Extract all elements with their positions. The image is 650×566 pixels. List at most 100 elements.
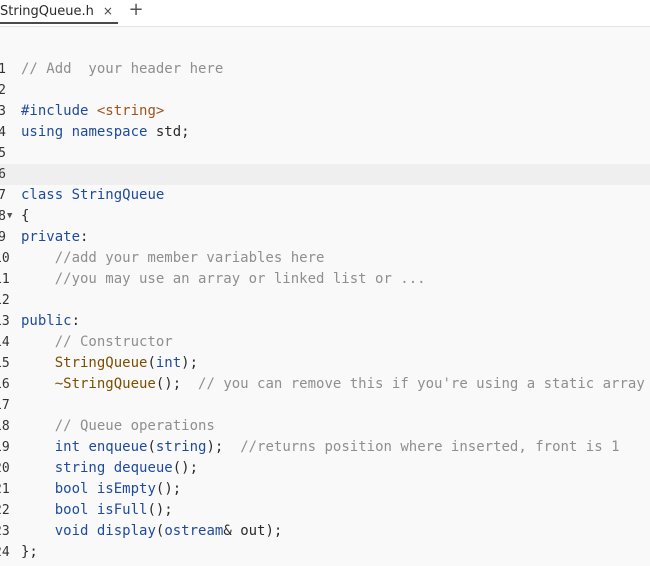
code-token: StringQueue <box>54 355 148 371</box>
line-number: 18 <box>0 419 10 434</box>
code-line[interactable]: 21 bool isEmpty(); <box>0 479 650 500</box>
code-token: void <box>54 523 89 539</box>
code-line[interactable]: 6 <box>0 164 650 185</box>
code-token <box>63 124 71 140</box>
code-token <box>21 376 55 392</box>
line-number: 3 <box>0 104 6 119</box>
tab-title[interactable]: StringQueue.h <box>0 3 94 19</box>
code-token: & out); <box>223 523 283 539</box>
code-token: ); <box>181 355 199 371</box>
code-line[interactable]: 3 #include <string> <box>0 101 650 122</box>
code-line[interactable]: 10 //add your member variables here <box>0 248 650 269</box>
code-line[interactable]: 2 <box>0 80 650 101</box>
code-line[interactable]: 4 using namespace std; <box>0 122 650 143</box>
code-line[interactable]: 12 <box>0 290 650 311</box>
code-token: dequeue <box>113 460 173 476</box>
code-line[interactable]: 14 // Constructor <box>0 332 650 353</box>
code-token: enqueue <box>88 439 148 455</box>
line-number: 9 <box>0 230 6 245</box>
line-number: 14 <box>0 335 10 350</box>
code-token: public <box>21 313 72 329</box>
tab-stringqueue-h[interactable]: StringQueue.h × <box>0 0 118 24</box>
code-text: string dequeue(); <box>21 458 198 479</box>
code-line[interactable]: 19 int enqueue(string); //returns positi… <box>0 437 650 458</box>
line-number: 16 <box>0 377 10 392</box>
code-token: bool <box>54 502 89 518</box>
code-text: bool isFull(); <box>21 500 173 521</box>
code-token: isFull <box>96 502 148 518</box>
code-token <box>88 103 96 119</box>
line-number: 12 <box>0 293 10 308</box>
code-line[interactable]: 20 string dequeue(); <box>0 458 650 479</box>
code-token <box>21 523 55 539</box>
add-tab-icon[interactable]: + <box>128 0 144 20</box>
code-line[interactable]: 23 void display(ostream& out); <box>0 521 650 542</box>
code-token: string <box>54 460 106 476</box>
tab-bar: StringQueue.h × + <box>0 0 650 27</box>
code-token: { <box>21 208 30 224</box>
code-token: (); <box>172 460 199 476</box>
code-line[interactable]: 11 //you may use an array or linked list… <box>0 269 650 290</box>
code-token: namespace <box>71 124 148 140</box>
code-token: (); <box>155 481 182 497</box>
code-text: StringQueue(int); <box>21 353 198 374</box>
code-token: // Add your header here <box>21 61 224 77</box>
code-token <box>88 523 96 539</box>
code-token: int <box>155 355 182 371</box>
line-number: 1 <box>0 62 6 77</box>
code-token: using <box>21 124 64 140</box>
code-token <box>21 460 55 476</box>
code-token: //add your member variables here <box>54 250 325 266</box>
code-text: // Constructor <box>21 332 173 353</box>
line-number: 10 <box>0 251 10 266</box>
code-token <box>88 481 96 497</box>
line-number: 23 <box>0 524 10 539</box>
code-token <box>105 460 113 476</box>
code-token: // Constructor <box>54 334 173 350</box>
code-text: class StringQueue <box>21 185 164 206</box>
code-line[interactable]: 15 StringQueue(int); <box>0 353 650 374</box>
code-line[interactable]: 9 private: <box>0 227 650 248</box>
code-token: StringQueue <box>71 187 165 203</box>
code-token: ( <box>147 355 156 371</box>
line-number: 4 <box>0 125 6 140</box>
code-line[interactable]: 18 // Queue operations <box>0 416 650 437</box>
code-line[interactable]: 7 class StringQueue <box>0 185 650 206</box>
code-text: using namespace std; <box>21 122 190 143</box>
code-token: ~StringQueue <box>54 376 156 392</box>
code-line[interactable]: 1 // Add your header here <box>0 59 650 80</box>
code-token <box>88 502 96 518</box>
close-icon[interactable]: × <box>102 4 113 18</box>
code-line[interactable]: 24}; <box>0 542 650 563</box>
line-number: 5 <box>0 146 6 161</box>
fold-toggle-icon[interactable]: ▼ <box>7 211 13 221</box>
code-text: int enqueue(string); //returns position … <box>21 437 620 458</box>
code-text: }; <box>21 542 38 563</box>
line-number: 15 <box>0 356 10 371</box>
code-token: : <box>80 229 89 245</box>
code-line[interactable]: 13 public: <box>0 311 650 332</box>
code-token: #include <box>21 103 89 119</box>
line-number: 8 <box>0 209 6 224</box>
code-line[interactable]: 16 ~StringQueue(); // you can remove thi… <box>0 374 650 395</box>
code-line[interactable]: 5 <box>0 143 650 164</box>
code-line[interactable]: 8▼ { <box>0 206 650 227</box>
code-line[interactable]: 22 bool isFull(); <box>0 500 650 521</box>
code-text: #include <string> <box>21 101 164 122</box>
line-number: 7 <box>0 188 6 203</box>
code-token <box>21 271 55 287</box>
code-token: class <box>21 187 64 203</box>
code-token: ( <box>155 523 165 539</box>
code-token: : <box>71 313 81 329</box>
code-token: <string> <box>96 103 165 119</box>
line-number: 13 <box>0 314 10 329</box>
code-text: //add your member variables here <box>21 248 325 269</box>
code-token: string <box>155 439 207 455</box>
code-line[interactable]: 17 <box>0 395 650 416</box>
code-text: public: <box>21 311 80 332</box>
line-number: 21 <box>0 482 10 497</box>
code-text: { <box>21 206 29 227</box>
code-text: private: <box>21 227 88 248</box>
code-token: private <box>21 229 81 245</box>
